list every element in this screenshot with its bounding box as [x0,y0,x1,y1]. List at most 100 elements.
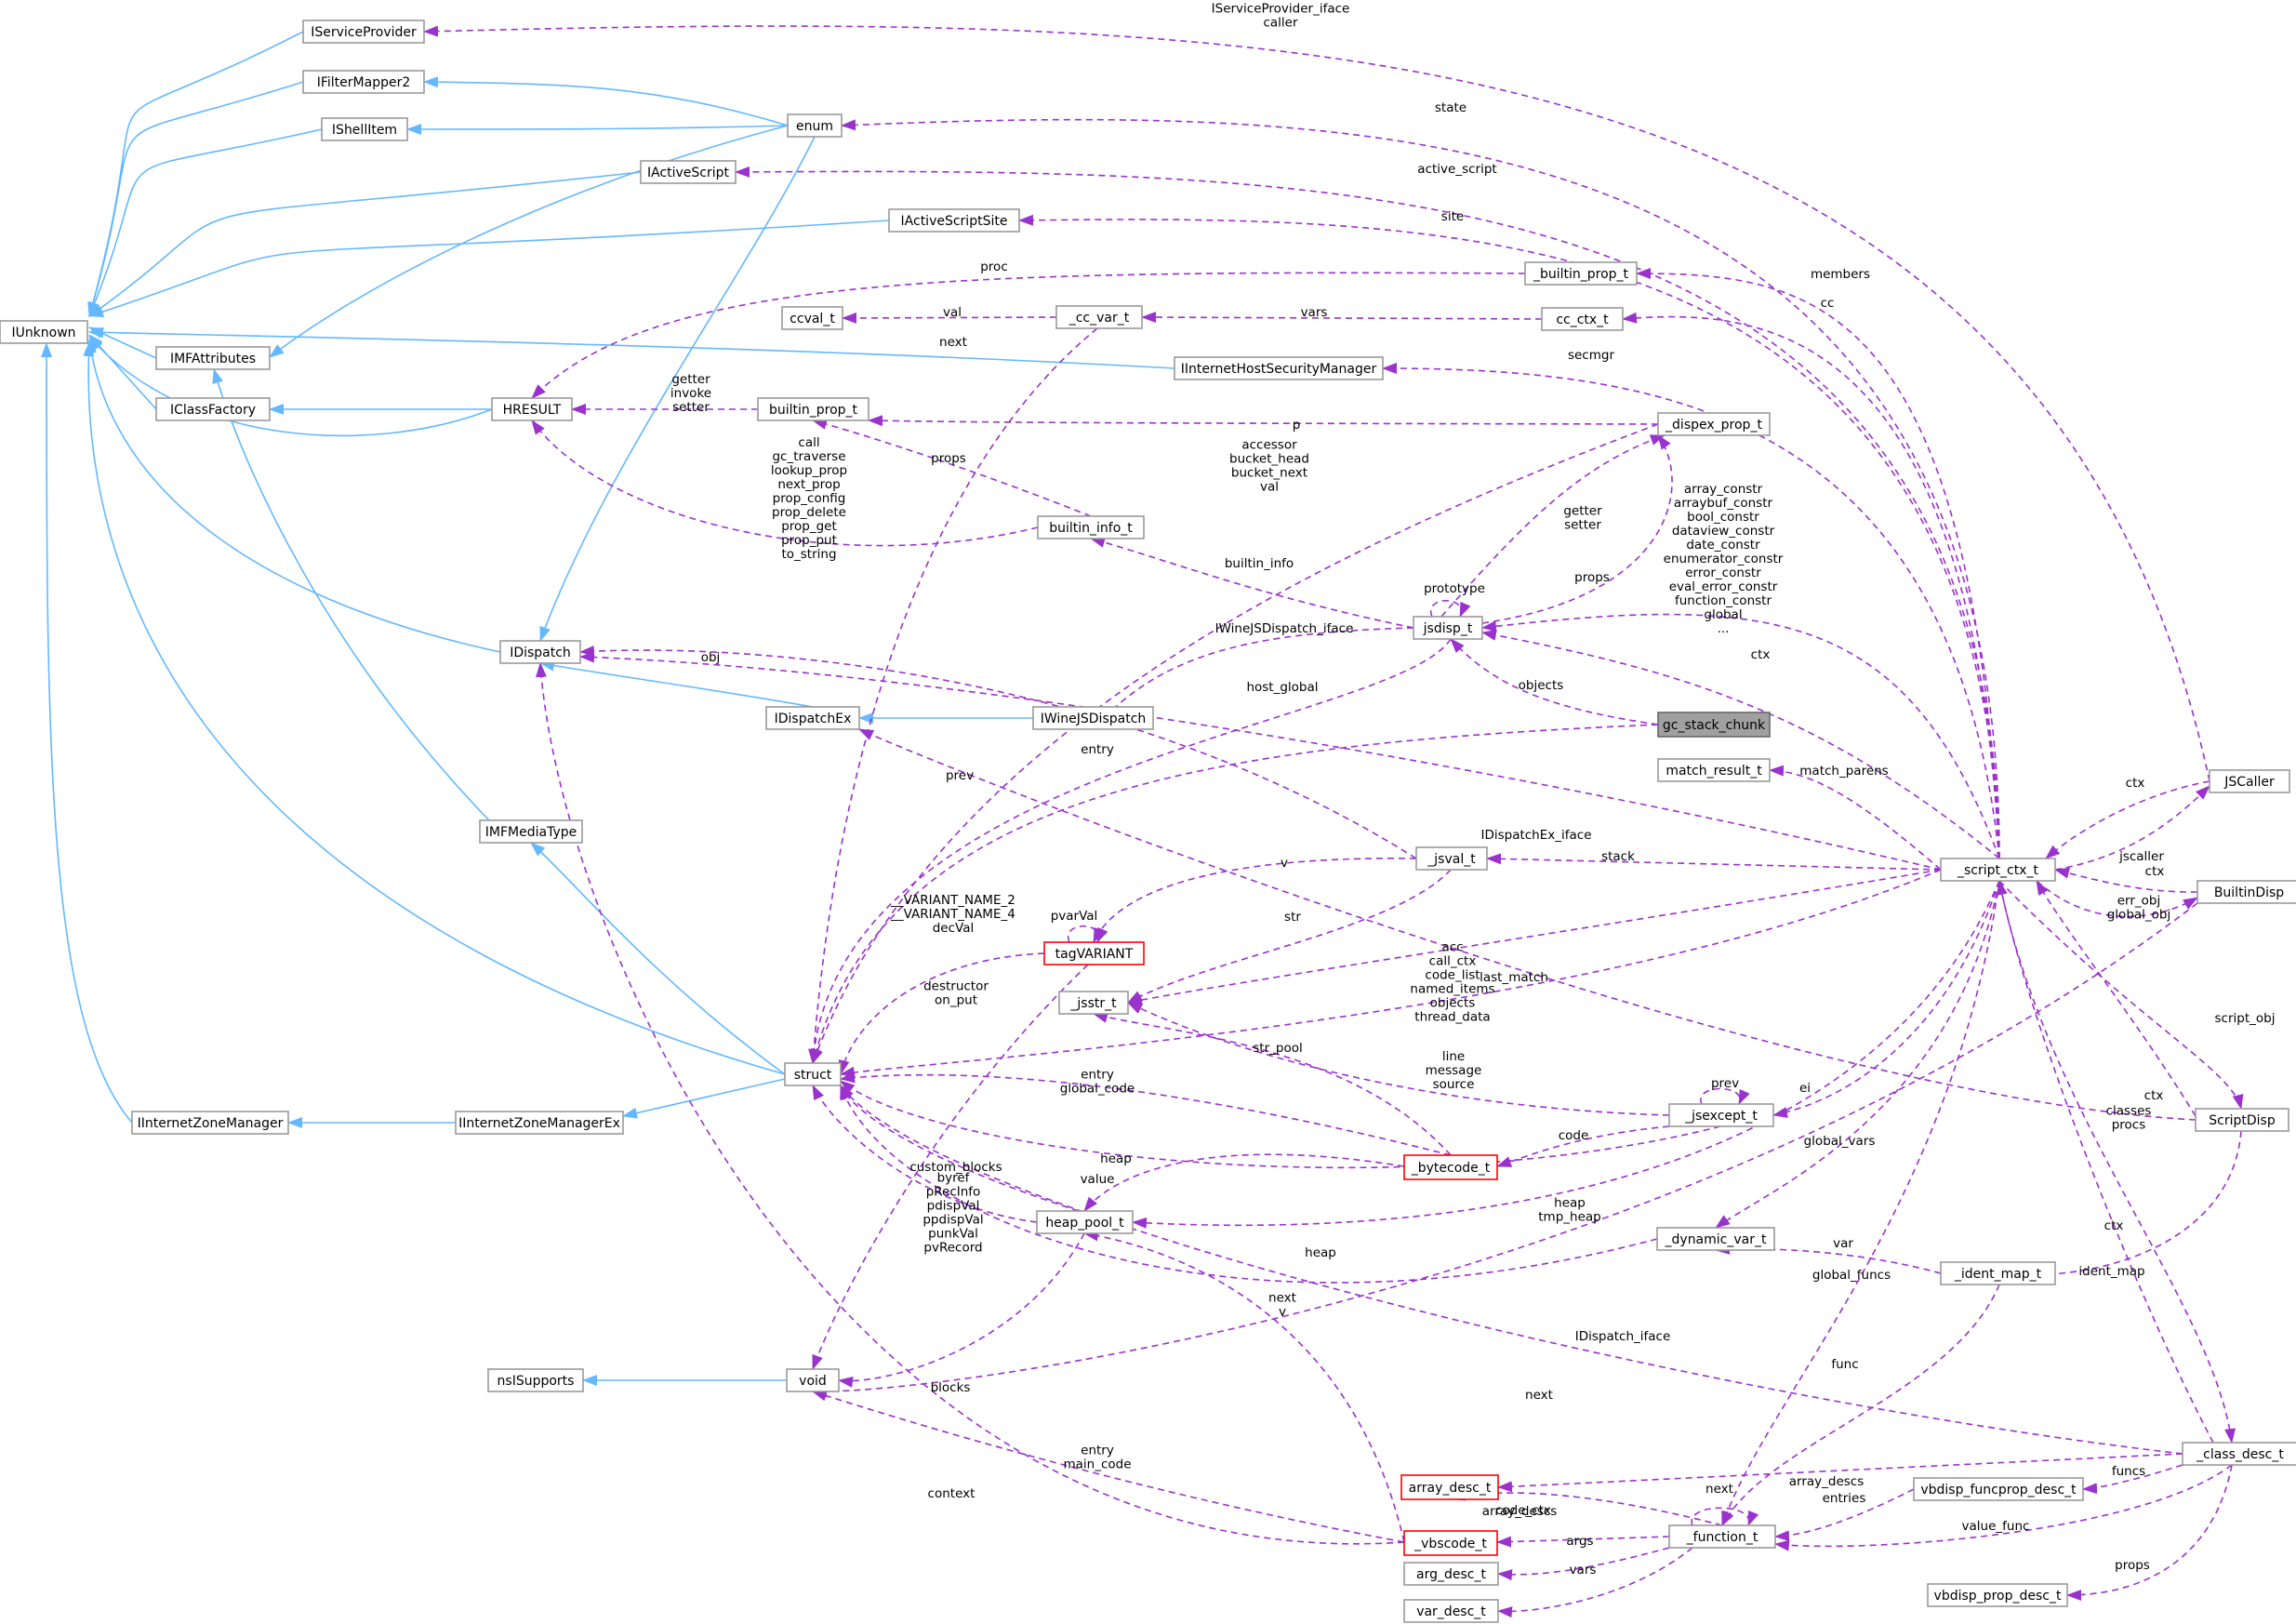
node-vbscode-t[interactable]: _vbscode_t [1403,1530,1498,1556]
node-idispatch[interactable]: IDispatch [499,640,581,664]
inheritance-edge-7 [88,336,493,437]
node-ifiltermapper2[interactable]: IFilterMapper2 [302,70,425,94]
node-iinternethostsecuritymanager[interactable]: IInternetHostSecurityManager [1174,356,1384,380]
reference-edge-82 [1997,880,2214,1444]
reference-edge-63 [1127,869,1942,1005]
node-array-desc-t[interactable]: array_desc_t [1400,1474,1499,1500]
reference-edge-99 [1774,1464,2233,1551]
edge-label-members: members [1811,267,1870,282]
node-tagvariant[interactable]: tagVARIANT [1043,941,1145,965]
node-void[interactable]: void [786,1368,840,1392]
node-box [155,346,271,370]
node-dynamic-var-t[interactable]: _dynamic_var_t [1656,1227,1775,1251]
node-jsdisp-t[interactable]: jsdisp_t [1413,616,1483,640]
node-box [1656,1227,1775,1251]
node-label: BuiltinDisp [2214,885,2284,900]
edge-label-v: v [1281,856,1288,871]
reference-edge-29 [1636,268,2000,859]
node-label: _bytecode_t [1411,1161,1491,1176]
edge-label-str-pool: str_pool [1253,1041,1302,1056]
reference-edge-96 [1774,1488,1915,1542]
node-box [0,320,88,344]
edge-label-code-ctx: code_ctx [1495,1503,1551,1518]
node-iactivescriptsite[interactable]: IActiveScriptSite [888,208,1020,233]
edge-label-host-global: host_global [1246,680,1318,695]
node-iunknown[interactable]: IUnknown [0,320,88,344]
inheritance-edge-8 [86,339,501,653]
node-builtin-prop-t[interactable]: builtin_prop_t [757,397,869,421]
reference-edge-69 [1700,1087,1750,1105]
node-jsval-t[interactable]: _jsval_t [1415,846,1488,871]
reference-edge-25 [841,118,2000,859]
reference-edge-34 [1382,363,2000,859]
node-vbdisp-funcprop-desc-t[interactable]: vbdisp_funcprop_desc_t [1913,1477,2084,1501]
reference-edge-68 [1127,1002,1670,1116]
node-iserviceprovider[interactable]: IServiceProvider [302,20,425,44]
node-iclassfactory[interactable]: IClassFactory [155,397,271,421]
node-label: IClassFactory [170,403,256,418]
node-imfmediatype[interactable]: IMFMediaType [479,819,583,844]
edge-label-array-descs-cls: array_descs [1789,1474,1865,1489]
node-box [1940,1261,2056,1285]
node-idispatchex[interactable]: IDispatchEx [765,706,860,730]
node-jscaller[interactable]: JSCaller [2209,769,2290,793]
node-function-t[interactable]: _function_t [1668,1524,1776,1549]
reference-edge-58 [1093,858,1417,943]
reference-edge-60 [1067,925,1108,943]
node-arg-desc-t[interactable]: arg_desc_t [1403,1562,1499,1586]
node-builtin-prop-outer[interactable]: _builtin_prop_t [1524,261,1638,286]
node-heap-pool-t[interactable]: heap_pool_t [1036,1210,1134,1234]
node-iactivescript[interactable]: IActiveScript [640,160,737,184]
reference-edge-59 [1486,853,1942,871]
node-iwinejsdispatch[interactable]: IWineJSDispatch [1032,706,1154,730]
node-nsisupports[interactable]: nsISupports [487,1368,584,1392]
node-box [1043,941,1145,965]
node-imfattributes[interactable]: IMFAttributes [155,346,271,370]
node-bytecode-t[interactable]: _bytecode_t [1403,1154,1498,1180]
inheritance-edge-17 [212,368,490,821]
node-scriptdisp[interactable]: ScriptDisp [2195,1108,2289,1132]
node-jsexcept-t[interactable]: _jsexcept_t [1668,1103,1774,1127]
edge-label-iwine-iface: IWineJSDispatch_iface [1215,621,1354,636]
node-hresult[interactable]: HRESULT [491,397,573,421]
edge-label-val: val [943,305,962,320]
node-box [1940,858,2056,882]
node-box [1415,846,1488,871]
node-box [1927,1583,2068,1607]
node-box [1913,1477,2084,1501]
node-box [455,1111,624,1135]
node-builtin-info-t[interactable]: builtin_info_t [1037,515,1145,539]
node-box [1400,1474,1499,1500]
reference-edge-41 [1481,434,1673,624]
node-iinternetzonemanagerex[interactable]: IInternetZoneManagerEx [455,1111,624,1135]
node-builtindisp[interactable]: BuiltinDisp [2196,880,2296,904]
node-class-desc-t[interactable]: _class_desc_t [2182,1442,2296,1466]
node-script-ctx-t[interactable]: _script_ctx_t [1940,858,2056,882]
node-vbdisp-prop-desc-t[interactable]: vbdisp_prop_desc_t [1927,1583,2068,1607]
node-label: vbdisp_funcprop_desc_t [1920,1483,2077,1498]
node-box [1058,991,1129,1015]
node-ishellitem[interactable]: IShellItem [321,117,408,141]
inheritance-edge-22 [539,659,814,708]
node-cc-var-t[interactable]: _cc_var_t [1055,305,1143,329]
node-label: var_desc_t [1416,1604,1486,1619]
edge-label-str: str [1284,910,1301,925]
node-cc-ctx-t[interactable]: cc_ctx_t [1541,307,1624,331]
node-label: _dispex_prop_t [1665,418,1762,433]
node-ccval-t[interactable]: ccval_t [781,306,843,330]
node-ident-map-t[interactable]: _ident_map_t [1940,1261,2056,1285]
node-struct[interactable]: struct [784,1062,842,1086]
node-var-desc-t[interactable]: var_desc_t [1403,1599,1499,1623]
node-label: ScriptDisp [2209,1113,2276,1128]
node-match-result-t[interactable]: match_result_t [1657,758,1771,782]
reference-edge-102 [2066,1464,2233,1601]
edge-label-obj: obj [701,650,721,665]
node-enum[interactable]: enum [787,113,843,138]
node-iinternetzonemanager[interactable]: IInternetZoneManager [131,1111,289,1135]
node-dispex-prop-t[interactable]: _dispex_prop_t [1657,412,1771,436]
node-jsstr-t[interactable]: _jsstr_t [1058,991,1129,1015]
node-gc-stack-chunk[interactable]: gc_stack_chunk [1657,712,1771,738]
